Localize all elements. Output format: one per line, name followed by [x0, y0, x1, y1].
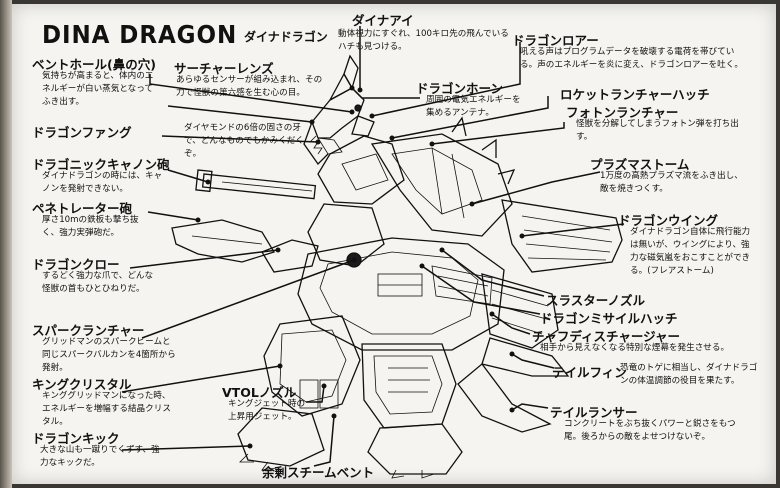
- desc-tail-lancer: コンクリートをぶち抜くパワーと鋭さをもつ尾。後ろからの敵をよせつけないぞ。: [564, 419, 736, 442]
- dina-dragon-diagram: [121, 26, 625, 479]
- desc-dragon-wing: ダイナドラゴン自体に飛行能力は無いが、ウイングにより、強力な磁気嵐をおこすことが…: [630, 227, 751, 276]
- label-penetrator-cannon: ペネトレーター砲: [32, 201, 133, 216]
- label-photon-launcher: フォトンランチャー: [566, 105, 679, 120]
- desc-dragonic-cannon: ダイナドラゴンの時には、キャノンを発射できない。: [42, 171, 163, 194]
- page-subtitle: ダイナドラゴン: [244, 30, 328, 44]
- desc-dainaai: 動体視力にすぐれ、100キロ先の飛んでいるハチも見つける。: [338, 29, 509, 52]
- label-dragon-fang: ドラゴンファング: [32, 125, 132, 140]
- desc-dragon-claw: するどく強力な爪で、どんな怪獣の首もひとひねりだ。: [42, 271, 154, 294]
- desc-penetrator-cannon: 厚さ10mの鉄板も撃ち抜く、強力実弾砲だ。: [42, 215, 139, 238]
- desc-plasma-storm: 1万度の高熱プラズマ流をふき出し、敵を焼きつくす。: [600, 171, 743, 194]
- desc-vent-hole: 気持ちが高まると、体内のエネルギーが白い蒸気となってふき出す。: [42, 71, 154, 107]
- label-tail-lancer: テイルランサー: [550, 405, 638, 420]
- label-plasma-storm: プラズマストーム: [590, 157, 690, 172]
- label-dragon-horn: ドラゴンホーン: [416, 81, 503, 96]
- book-spine: [0, 0, 12, 488]
- desc-photon-launcher: 怪獣を分解してしまうフォトン弾を打ち出す。: [576, 119, 739, 142]
- leader-lines: [121, 26, 625, 467]
- desc-searcher-lens: あらゆるセンサーが組み込まれ、その力で怪獣の第六感を生む心の目。: [176, 75, 323, 98]
- dina-dragon-illustration: [171, 54, 623, 479]
- desc-dragon-fang: ダイヤモンドの6倍の固さの牙で、どんなものでもかみくだくぞ。: [184, 123, 304, 159]
- label-dragonic-cannon: ドラゴニックキャノン砲: [32, 157, 170, 172]
- label-thruster-nozzle: スラスターノズル: [546, 293, 646, 308]
- label-dragon-wing: ドラゴンウイング: [618, 213, 719, 228]
- desc-vtol-nozzle: キングジェット時の上昇用ジェット。: [228, 399, 306, 422]
- desc-dragon-roar: 吼える声はプログラムデータを破壊する電荷を帯びている。声のエネルギーを炎に変え、…: [520, 47, 743, 70]
- desc-chaff-discharger: 相手から見えなくなる特別な煙幕を発生させる。: [540, 343, 730, 353]
- label-vent-hole: ベントホール(鼻の穴): [32, 57, 156, 72]
- label-spark-launcher: スパークランチャー: [32, 323, 145, 338]
- page: DINA DRAGON ダイナドラゴン ダイナアイ 動体視力にすぐれ、100キロ…: [12, 4, 776, 484]
- desc-tail-fin: 恐竜のトゲに相当し、ダイナドラゴンの体温調節の役目を果たす。: [620, 363, 758, 386]
- label-king-crystal: キングクリスタル: [32, 377, 132, 392]
- label-dragon-kick: ドラゴンキック: [32, 431, 120, 446]
- label-rocket-launcher-hatch: ロケットランチャーハッチ: [560, 87, 710, 102]
- desc-spark-launcher: グリッドマンのスパークビームと同じスパークバルカンを4箇所から発射。: [42, 337, 176, 373]
- desc-king-crystal: キンググリッドマンになった時、エネルギーを増幅する結晶クリスタル。: [42, 391, 171, 427]
- desc-dragon-horn: 周囲の電気エネルギーを集めるアンテナ。: [426, 95, 521, 118]
- page-title: DINA DRAGON: [42, 20, 238, 49]
- label-dainaai: ダイナアイ: [352, 13, 414, 28]
- label-searcher-lens: サーチャーレンズ: [174, 61, 274, 76]
- label-dragon-missile-hatch: ドラゴンミサイルハッチ: [540, 311, 678, 326]
- label-dragon-claw: ドラゴンクロー: [32, 257, 120, 272]
- label-dragon-roar: ドラゴンロアー: [512, 33, 599, 48]
- label-tail-fin: テイルフィン: [552, 365, 627, 380]
- label-chaff-discharger: チャフディスチャージャー: [532, 329, 681, 344]
- label-surplus-steam-vent: 余剰スチームベント: [262, 465, 375, 480]
- label-vtol-nozzle: VTOLノズル: [222, 385, 297, 400]
- desc-dragon-kick: 大きな山も一蹴りでくずす、強力なキックだ。: [40, 445, 160, 468]
